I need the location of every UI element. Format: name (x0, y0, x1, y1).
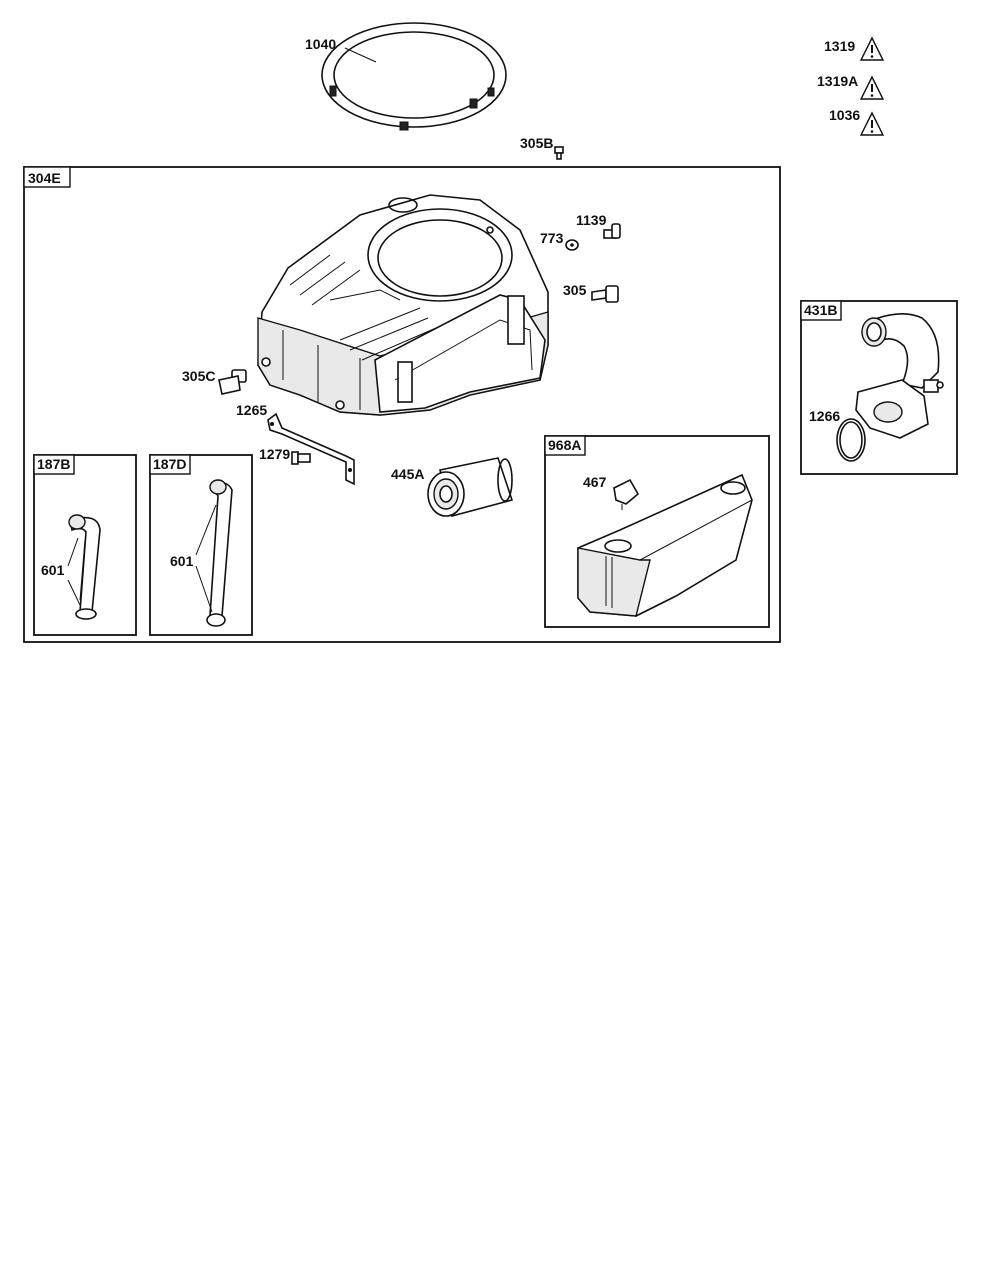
part-968A-cover (577, 473, 753, 617)
warning-label: 1319A (817, 73, 858, 89)
callout-1266: 1266 (809, 408, 840, 424)
warning-triangle-icon (859, 111, 885, 136)
callout-305B: 305B (520, 135, 553, 151)
box-label-431B: 431B (804, 302, 837, 318)
box-187D: 187D (149, 454, 253, 636)
part-305B-screw (554, 146, 564, 160)
box-label-304E: 304E (28, 170, 61, 186)
warning-label: 1036 (829, 107, 860, 123)
callout-601-d: 601 (170, 553, 194, 569)
part-1266-gasket (836, 418, 866, 462)
warning-1036: 1036 (829, 107, 885, 136)
part-445A-filter (427, 457, 514, 517)
part-blower-housing (257, 194, 549, 416)
callout-1265: 1265 (236, 402, 267, 418)
part-305C-bolt (218, 369, 247, 395)
part-773-washer (565, 239, 579, 251)
part-601-tube-b (67, 514, 101, 620)
box-304E: 304E (23, 166, 781, 643)
callout-305C: 305C (182, 368, 215, 384)
part-601-tube-d (195, 479, 233, 627)
box-968A: 968A (544, 435, 770, 628)
box-187B: 187B (33, 454, 137, 636)
part-431B-elbow (855, 313, 944, 439)
part-305-bolt (591, 285, 619, 303)
box-431B: 431B (800, 300, 958, 475)
warning-triangle-icon (859, 75, 885, 100)
callout-1040: 1040 (305, 36, 336, 52)
warning-1319: 1319 (824, 36, 885, 61)
box-label-187D: 187D (153, 456, 186, 472)
callout-305: 305 (563, 282, 587, 298)
warning-1319A: 1319A (817, 73, 885, 100)
part-467-cap (613, 478, 640, 510)
part-1040-ring (321, 22, 507, 131)
callout-1279: 1279 (259, 446, 290, 462)
box-label-187B: 187B (37, 456, 70, 472)
warning-triangle-icon (859, 36, 885, 61)
callout-467: 467 (583, 474, 607, 490)
box-label-968A: 968A (548, 437, 581, 453)
callout-445A: 445A (391, 466, 424, 482)
part-1139-bolt (603, 223, 621, 239)
callout-601-b: 601 (41, 562, 65, 578)
warning-label: 1319 (824, 38, 855, 54)
callout-773: 773 (540, 230, 564, 246)
part-1265-bracket (267, 412, 355, 486)
part-1279-screw (291, 451, 311, 465)
callout-1139: 1139 (576, 212, 607, 228)
